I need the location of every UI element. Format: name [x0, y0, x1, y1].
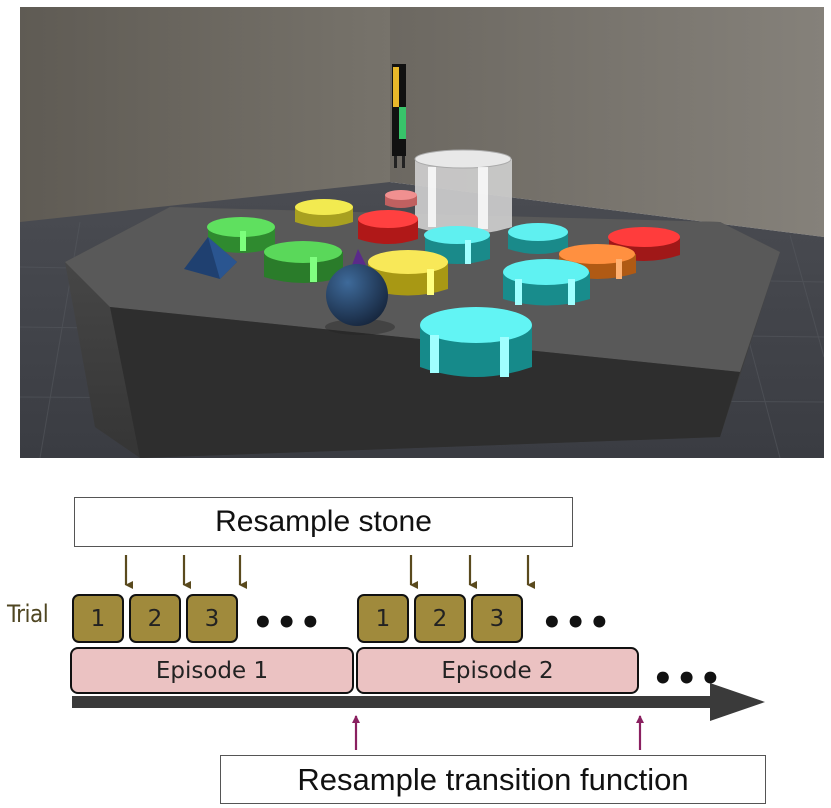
resample-stone-label: Resample stone — [74, 497, 573, 547]
episode-1-block: Episode 1 — [70, 647, 354, 694]
episode-1-trial-ellipsis: ••• — [252, 603, 324, 643]
episode-1-trial-3: 3 — [186, 594, 238, 643]
resample-transition-function-label: Resample transition function — [220, 755, 766, 804]
episode-1-trial-1: 1 — [72, 594, 124, 643]
episode-2-trial-2: 2 — [414, 594, 466, 643]
episode-ellipsis: ••• — [652, 659, 724, 699]
episode-2-block: Episode 2 — [356, 647, 639, 694]
episode-2-trial-ellipsis: ••• — [541, 603, 613, 643]
episode-1-trial-2: 2 — [129, 594, 181, 643]
episode-2-trial-3: 3 — [471, 594, 523, 643]
episode-2-trial-1: 1 — [357, 594, 409, 643]
trial-axis-label: Trial — [7, 600, 49, 628]
alchemy-scene-image — [20, 7, 824, 458]
timeline-bar — [72, 696, 714, 708]
